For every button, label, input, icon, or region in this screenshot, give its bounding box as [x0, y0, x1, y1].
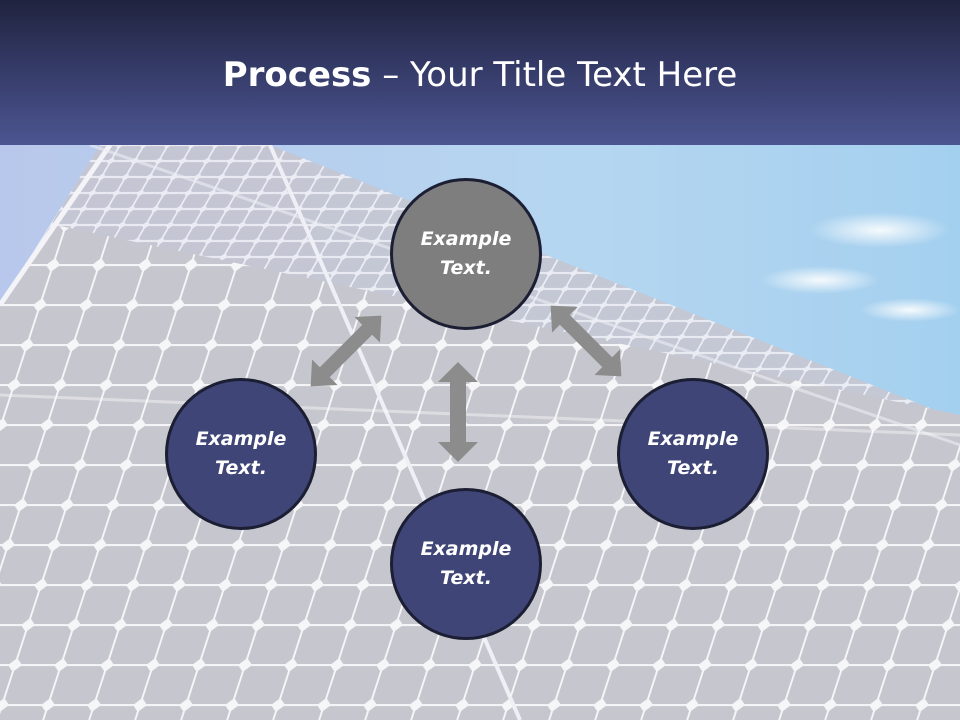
node-top-label: Example Text.: [420, 228, 512, 279]
process-node-right[interactable]: Example Text.: [617, 378, 769, 530]
node-right-label: Example Text.: [647, 428, 739, 479]
node-left-label: Example Text.: [195, 428, 287, 479]
title-rest: – Your Title Text Here: [371, 55, 738, 95]
process-node-bottom[interactable]: Example Text.: [390, 488, 542, 640]
process-node-left[interactable]: Example Text.: [165, 378, 317, 530]
title-bar: Process – Your Title Text Here: [0, 0, 960, 145]
node-bottom-label: Example Text.: [420, 538, 512, 589]
title-bold: Process: [222, 55, 372, 95]
process-node-top[interactable]: Example Text.: [390, 178, 542, 330]
slide-title[interactable]: Process – Your Title Text Here: [0, 52, 960, 98]
